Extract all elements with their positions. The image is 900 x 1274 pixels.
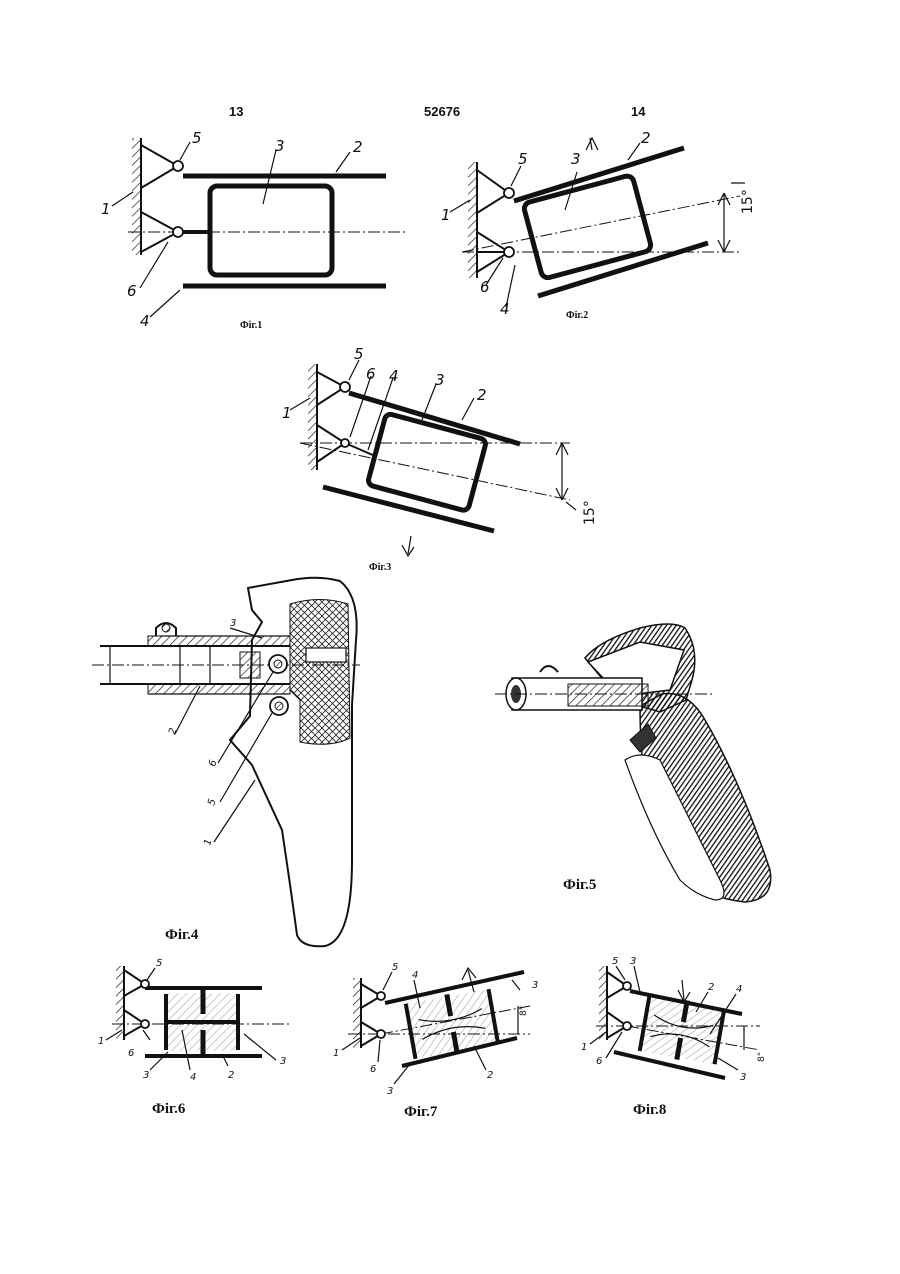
fig1-pivot-5 [173,161,183,171]
fig6-label-6: 6 [128,1048,134,1059]
fig4-handle-section [290,600,350,745]
fig8-label-2: 2 [708,982,714,993]
fig1-frame [210,186,332,275]
fig4-caption: Фіг.4 [165,927,199,943]
fig2-wall [468,162,477,278]
fig6-label-2: 2 [228,1070,234,1081]
fig3-upper-rail [349,393,520,444]
fig8-caption: Фіг.8 [633,1102,666,1118]
fig3-label-3: 3 [435,371,445,389]
fig8-label-3a: 3 [630,956,636,967]
fig2-linkage [477,170,509,272]
fig7-pivot-6 [377,1030,385,1038]
fig1-caption: Фіг.1 [240,320,262,331]
fig4-sleeve-bottom [148,684,290,694]
figure-5: Фіг.5 [495,624,771,902]
fig3-wall [308,364,317,470]
fig2-lower-rail [538,243,708,296]
fig8-pivot-5 [623,982,631,990]
fig7-motion-arrow [462,968,476,992]
fig2-upper-rail [514,148,684,201]
fig1-linkage [141,145,178,252]
fig7-label-3b: 3 [532,980,538,991]
fig2-pivot-5 [504,188,514,198]
fig3-label-5: 5 [354,345,364,363]
figure-1: 1 2 3 4 5 6 Фіг.1 [101,129,405,331]
fig8-label-1: 1 [581,1042,587,1053]
fig4-label-6: 6 [207,759,219,768]
fig6-label-4: 4 [190,1072,196,1083]
fig4-shaft-bore [306,648,346,662]
fig7-label-6: 6 [370,1064,376,1075]
fig6-caption: Фіг.6 [152,1101,186,1117]
fig7-label-2: 2 [487,1070,493,1081]
fig2-label-2: 2 [641,129,651,147]
figure-7: 8° 1 2 3 3 4 5 6 Фіг.7 [333,962,538,1120]
fig3-caption: Фіг.3 [369,562,391,573]
fig6-label-5: 5 [156,958,162,969]
fig8-label-5: 5 [612,956,618,967]
fig1-label-2: 2 [353,138,363,156]
fig7-angle-label: 8° [519,1006,529,1016]
fig3-pivot-5 [340,382,350,392]
fig4-sleeve-top [148,636,290,646]
fig6-pivot-6 [141,1020,149,1028]
fig2-angle-label: 15° [740,189,756,214]
fig3-label-1: 1 [282,404,292,422]
fig6-label-3a: 3 [143,1070,149,1081]
fig8-motion-arrow [678,980,690,1002]
fig8-label-4: 4 [736,984,742,995]
fig3-label-2: 2 [477,386,487,404]
fig7-frames [405,987,498,1061]
fig8-label-6: 6 [596,1056,602,1067]
figure-4: 3 2 6 5 1 Фіг.4 [92,578,360,947]
fig5-caption: Фіг.5 [563,877,596,893]
fig4-label-5: 5 [206,798,218,807]
fig2-motion-arrow [586,138,598,150]
fig7-label-4: 4 [412,970,418,981]
fig6-wall [116,966,124,1040]
fig2-label-5: 5 [518,150,528,168]
figure-6: 1 2 3 3 4 5 6 Фіг.6 [98,958,290,1117]
fig6-pivot-5 [141,980,149,988]
fig8-angle-label: 8° [757,1052,767,1062]
fig8-pivot-6 [623,1022,631,1030]
fig8-label-3b: 3 [740,1072,746,1083]
fig3-pivot-6 [341,439,349,447]
fig7-wall [353,978,361,1048]
fig7-label-3a: 3 [387,1086,393,1097]
fig2-label-1: 1 [441,206,451,224]
fig7-pivot-5 [377,992,385,1000]
fig2-label-4: 4 [500,300,510,318]
fig4-label-1: 1 [202,838,214,847]
figure-3: 15° 1 2 3 4 5 6 Фіг.3 [282,345,598,573]
fig1-wall [132,138,141,255]
fig2-pivot-6 [504,247,514,257]
fig7-caption: Фіг.7 [404,1104,438,1120]
fig3-motion-arrow [402,536,414,556]
fig6-label-3b: 3 [280,1056,286,1067]
figure-8: 8° 1 2 3 3 4 5 6 Фіг.8 [581,956,767,1118]
fig7-label-1: 1 [333,1048,339,1059]
fig1-label-6: 6 [127,282,137,300]
fig8-frames [639,994,724,1066]
fig1-label-3: 3 [275,137,285,155]
fig4-label-3: 3 [230,618,236,629]
fig3-label-6: 6 [366,365,376,383]
fig7-label-5: 5 [392,962,398,973]
fig3-label-4: 4 [389,367,399,385]
fig1-label-4: 4 [140,312,150,330]
fig8-wall [599,966,607,1040]
fig1-label-5: 5 [192,129,202,147]
fig6-label-1: 1 [98,1036,104,1047]
figure-2: 15° 1 2 3 4 5 6 Фіг.2 [441,129,756,321]
fig2-label-3: 3 [571,150,581,168]
fig1-pivot-6 [173,227,183,237]
fig1-label-1: 1 [101,200,111,218]
fig2-caption: Фіг.2 [566,310,588,321]
fig3-angle-label: 15° [582,500,598,525]
fig2-label-6: 6 [480,278,490,296]
